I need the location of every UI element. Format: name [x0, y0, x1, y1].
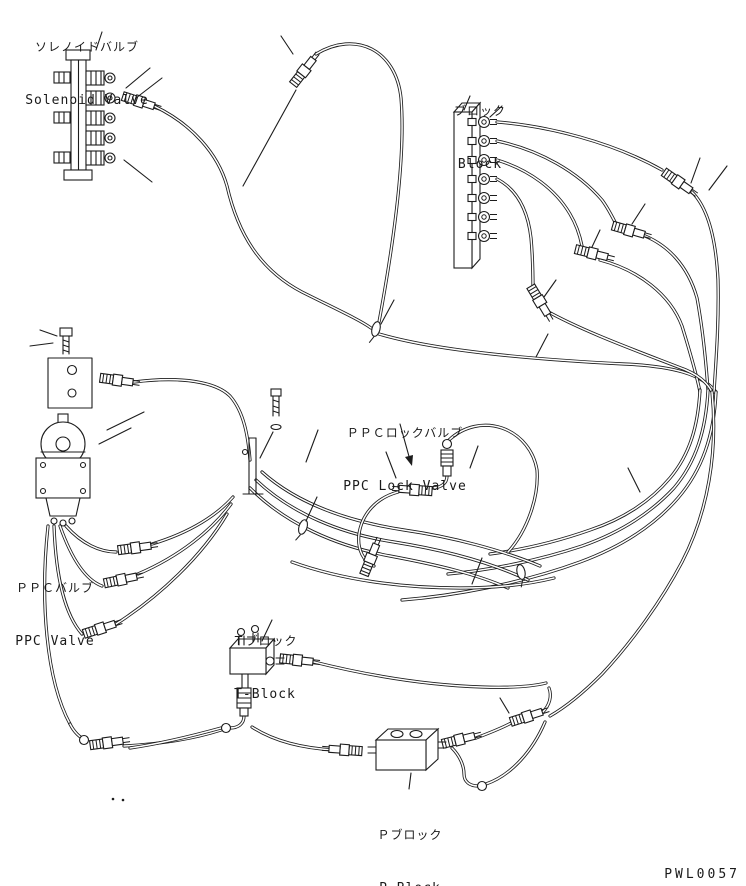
- label-ppc-lock-valve-ja: ＰＰＣロックバルブ: [346, 426, 464, 440]
- label-ppc-valve-ja: ＰＰＣバルブ: [15, 581, 94, 595]
- label-t-block-ja: Ｔブロック: [232, 634, 298, 648]
- label-block-ja: ブロック: [453, 104, 506, 118]
- label-block: ブロック Block: [440, 66, 520, 191]
- label-t-block-en: T-Block: [234, 687, 296, 702]
- leader-lines: [29, 31, 728, 802]
- label-p-block-en: P-Block: [360, 881, 460, 886]
- label-ppc-lock-valve-en: PPC Lock Valve: [343, 479, 467, 494]
- label-solenoid-valve-en: Solenoid Valve: [25, 93, 149, 108]
- p-block-drawing: [367, 727, 447, 772]
- label-p-block: Ｐブロック P-Block: [360, 790, 460, 886]
- label-solenoid-valve: ソレノイドバルブ Solenoid Valve: [22, 2, 152, 127]
- label-solenoid-valve-ja: ソレノイドバルブ: [34, 40, 139, 54]
- drawing-number: PWL0057: [664, 867, 740, 882]
- block-drawing: [452, 101, 498, 270]
- solenoid-valve-drawing: [53, 49, 116, 181]
- label-ppc-lock-valve: ＰＰＣロックバルブ PPC Lock Valve: [330, 388, 480, 513]
- label-t-block: Ｔブロック T-Block: [215, 596, 315, 721]
- ppc-valve-drawing: [35, 327, 282, 527]
- t-block-drawing: [228, 624, 285, 717]
- label-block-en: Block: [457, 157, 503, 172]
- label-p-block-ja: Ｐブロック: [377, 828, 443, 842]
- ppc-lock-valve-drawing: [440, 449, 454, 477]
- label-ppc-valve-en: PPC Valve: [15, 634, 95, 649]
- label-ppc-valve: ＰＰＣバルブ PPC Valve: [0, 543, 110, 668]
